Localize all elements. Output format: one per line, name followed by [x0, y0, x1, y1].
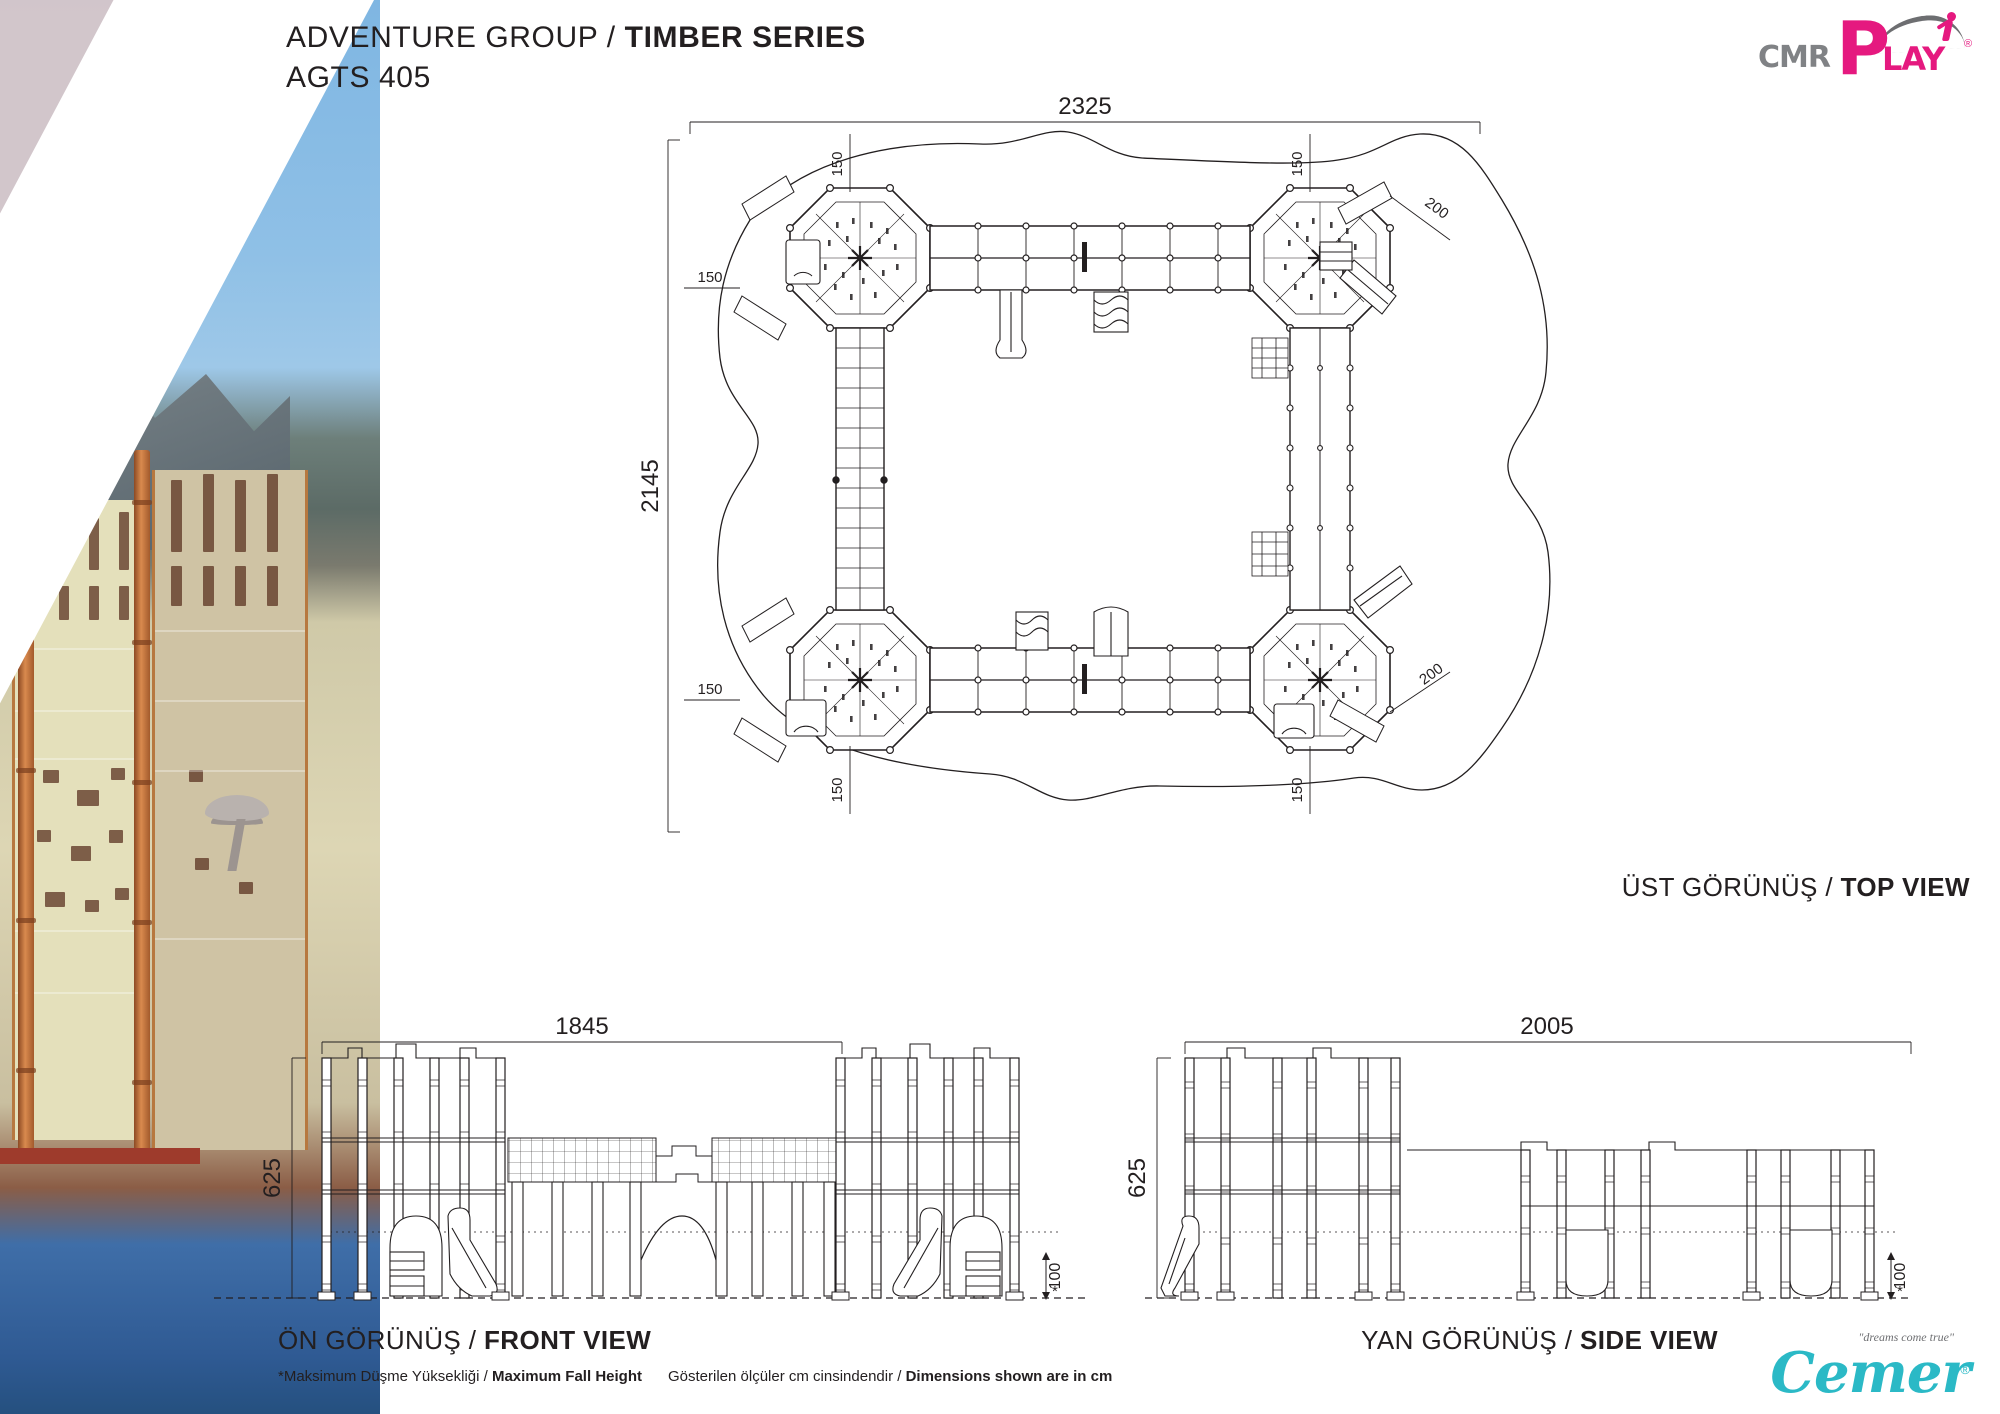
side-view-caption-tr: YAN GÖRÜNÜŞ / — [1361, 1325, 1581, 1355]
front-view-caption-en: FRONT VIEW — [484, 1325, 652, 1355]
dim-150-bottom-right: 150 — [1289, 777, 1306, 802]
dim-front-height: 625 — [259, 1158, 286, 1198]
front-view-caption: ÖN GÖRÜNÜŞ / FRONT VIEW — [278, 1325, 651, 1356]
photo-post-2 — [132, 450, 152, 1162]
side-view-drawing: 2005 625 100 * — [1124, 1013, 1915, 1330]
cemer-registered-mark: ® — [1960, 1362, 1970, 1377]
front-view-caption-tr: ÖN GÖRÜNÜŞ / — [278, 1325, 484, 1355]
photo-lamp — [205, 795, 269, 821]
side-view-caption-en: SIDE VIEW — [1580, 1325, 1718, 1355]
side-view-caption: YAN GÖRÜNÜŞ / SIDE VIEW — [1361, 1325, 1718, 1356]
footnote-units-en: Dimensions shown are in cm — [905, 1368, 1113, 1385]
dim-front-width: 1845 — [555, 1013, 608, 1040]
title-group-label: ADVENTURE GROUP / — [286, 21, 625, 54]
cemer-wordmark: Cemer — [1770, 1340, 1971, 1406]
dim-150-bottom-left: 150 — [829, 777, 846, 802]
cemer-tagline: "dreams come true" — [1858, 1330, 1954, 1344]
dim-150-top-right: 150 — [1289, 151, 1306, 176]
logo-p-letter: P — [1836, 6, 1891, 92]
top-view-caption-en: TOP VIEW — [1840, 872, 1970, 902]
top-view-drawing: 2325 2145 150 150 150 150 150 150 200 20… — [637, 93, 1570, 880]
logo-cmr-text: CMR — [1758, 40, 1831, 75]
footnote-fall-en: Maximum Fall Height — [491, 1368, 642, 1385]
dim-side-fall-height: 100 — [1892, 1263, 1909, 1290]
dim-200-bottom-right: 200 — [1416, 660, 1446, 688]
top-view-caption: ÜST GÖRÜNÜŞ / TOP VIEW — [1622, 872, 1970, 903]
page-title: ADVENTURE GROUP / TIMBER SERIES AGTS 405 — [286, 18, 866, 98]
dim-150-left-lower: 150 — [697, 681, 722, 698]
logo-lay-text: LAY — [1882, 40, 1945, 78]
footnote-units-tr: Gösterilen ölçüler cm cinsindendir / — [667, 1368, 906, 1385]
dim-side-height: 625 — [1124, 1158, 1151, 1198]
dim-top-height: 2145 — [637, 459, 664, 512]
cemer-logo: "dreams come true" Cemer ® — [1720, 1330, 1971, 1406]
footnote: *Maksimum Düşme Yüksekliği / Maximum Fal… — [278, 1368, 1112, 1385]
person-icon — [1936, 12, 1964, 42]
top-view-caption-tr: ÜST GÖRÜNÜŞ / — [1621, 872, 1841, 902]
dim-150-top-left: 150 — [829, 151, 846, 176]
front-view-drawing: 1845 625 100 * — [214, 1013, 1090, 1330]
title-model-code: AGTS 405 — [286, 61, 431, 94]
title-series-label: TIMBER SERIES — [624, 21, 866, 54]
side-fall-asterisk: * — [1897, 1283, 1903, 1300]
product-photo-panel — [0, 0, 380, 1414]
dim-top-width: 2325 — [1058, 93, 1111, 120]
dim-front-fall-height: 100 — [1047, 1263, 1064, 1290]
dim-150-left-upper: 150 — [697, 269, 722, 286]
logo-registered-mark: ® — [1964, 38, 1973, 50]
dim-side-width: 2005 — [1520, 1013, 1573, 1040]
footnote-fall-tr: *Maksimum Düşme Yüksekliği / — [278, 1368, 492, 1385]
front-fall-asterisk: * — [1052, 1283, 1058, 1300]
cmr-play-logo: CMR P LAY ® — [1758, 8, 1976, 86]
dim-200-top-right: 200 — [1422, 194, 1452, 222]
